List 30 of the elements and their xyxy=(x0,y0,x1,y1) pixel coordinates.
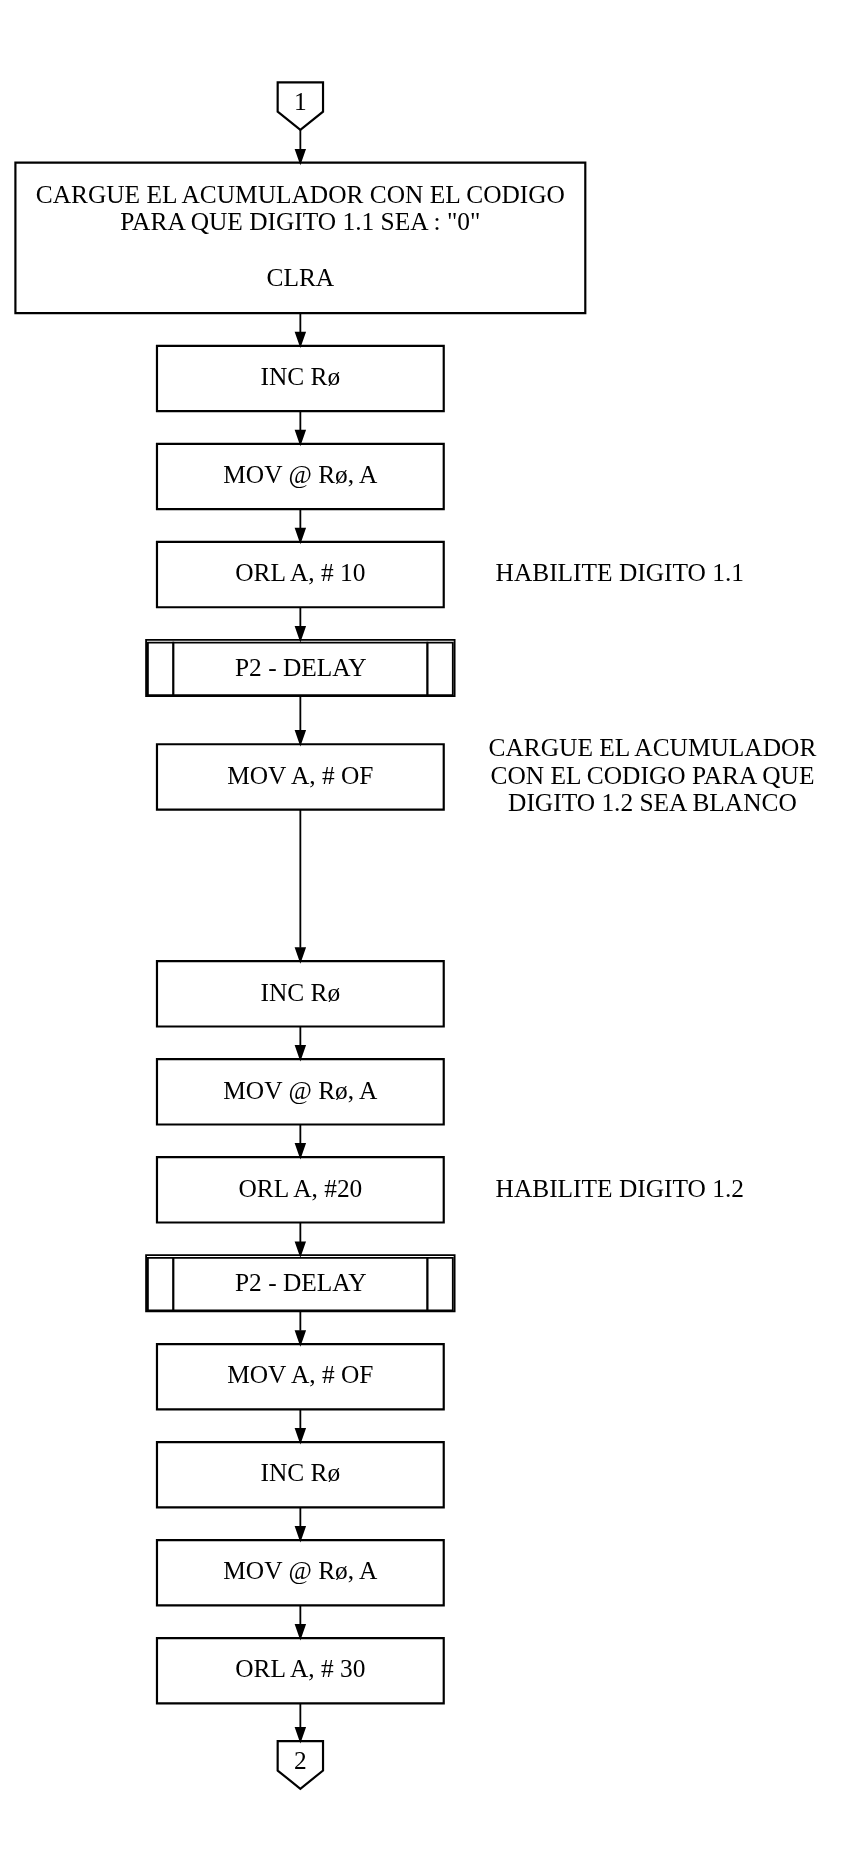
node-box: MOV A, # OF xyxy=(155,1342,445,1410)
arrow xyxy=(294,312,307,348)
node-box: MOV @ Rø, A xyxy=(155,1538,445,1606)
node-box: ORL A, # 30 xyxy=(155,1636,445,1705)
arrow xyxy=(294,605,307,642)
node-box: INC Rø xyxy=(155,1440,445,1508)
arrow xyxy=(294,1408,307,1444)
arrow xyxy=(294,1310,307,1347)
arrow xyxy=(294,507,307,544)
arrow xyxy=(294,1123,307,1159)
node-box: MOV A, # OF xyxy=(155,742,445,811)
arrow xyxy=(294,1221,307,1258)
arrow xyxy=(294,695,307,746)
arrow xyxy=(294,808,307,964)
arrow xyxy=(294,409,307,446)
node-label: CARGUE EL ACUMULADOR CON EL CODIGO PARA QUE DIGITO 1.2 SEA BLANCO xyxy=(488,732,817,816)
node-box: MOV @ Rø, A xyxy=(155,1057,445,1126)
node-box: ORL A, #20 xyxy=(155,1155,445,1224)
node-box: ORL A, # 10 xyxy=(155,540,445,608)
node-label: HABILITE DIGITO 1.2 xyxy=(495,1173,745,1202)
arrow xyxy=(294,1025,307,1061)
arrow xyxy=(294,1506,307,1542)
node-box: MOV @ Rø, A xyxy=(155,442,445,510)
arrow xyxy=(294,1702,307,1743)
node-box: INC Rø xyxy=(155,959,445,1028)
node-box: INC Rø xyxy=(155,344,445,412)
arrow xyxy=(294,128,307,165)
node-box: CARGUE EL ACUMULADOR CON EL CODIGO PARA QUE DIGITO 1.1 SEA : "0" CLRA xyxy=(14,160,587,314)
arrow xyxy=(294,1604,307,1640)
node-label: HABILITE DIGITO 1.1 xyxy=(495,557,745,586)
